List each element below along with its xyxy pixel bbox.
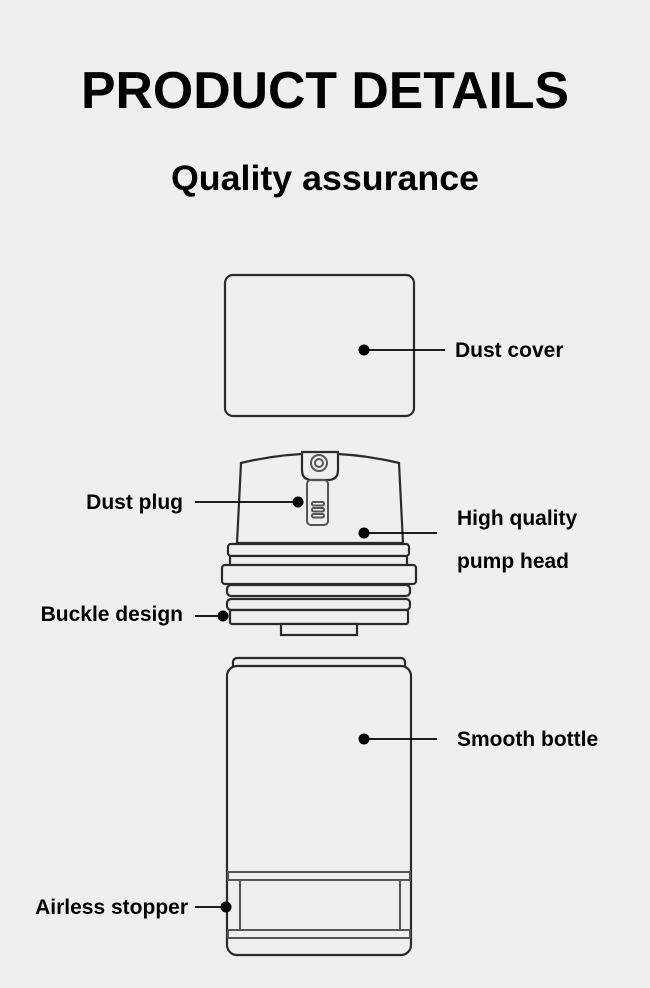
callout-dust-plug: Dust plug: [86, 491, 304, 514]
page-title: PRODUCT DETAILS: [81, 62, 569, 120]
callout-buckle-design: Buckle design: [41, 603, 229, 626]
label-smooth-bottle: Smooth bottle: [457, 728, 598, 751]
airless-stopper: [239, 879, 401, 931]
label-airless-stopper: Airless stopper: [35, 896, 188, 919]
callout-dust-cover: Dust cover: [358, 339, 564, 362]
label-buckle-design: Buckle design: [41, 603, 183, 626]
callout-pump-head: High quality pump head: [358, 507, 577, 573]
label-dust-cover: Dust cover: [455, 339, 564, 362]
callout-airless-stopper: Airless stopper: [35, 896, 232, 919]
dust-cover: [223, 273, 416, 418]
label-pump-head-line2: pump head: [457, 550, 569, 573]
page-subtitle: Quality assurance: [171, 159, 479, 198]
callout-smooth-bottle: Smooth bottle: [358, 728, 598, 751]
pump-head: [220, 450, 418, 637]
dust-plug: [306, 479, 329, 526]
bottle: [225, 656, 413, 957]
buckle: [228, 608, 410, 626]
label-dust-plug: Dust plug: [86, 491, 183, 514]
label-pump-head-line1: High quality: [457, 507, 577, 530]
